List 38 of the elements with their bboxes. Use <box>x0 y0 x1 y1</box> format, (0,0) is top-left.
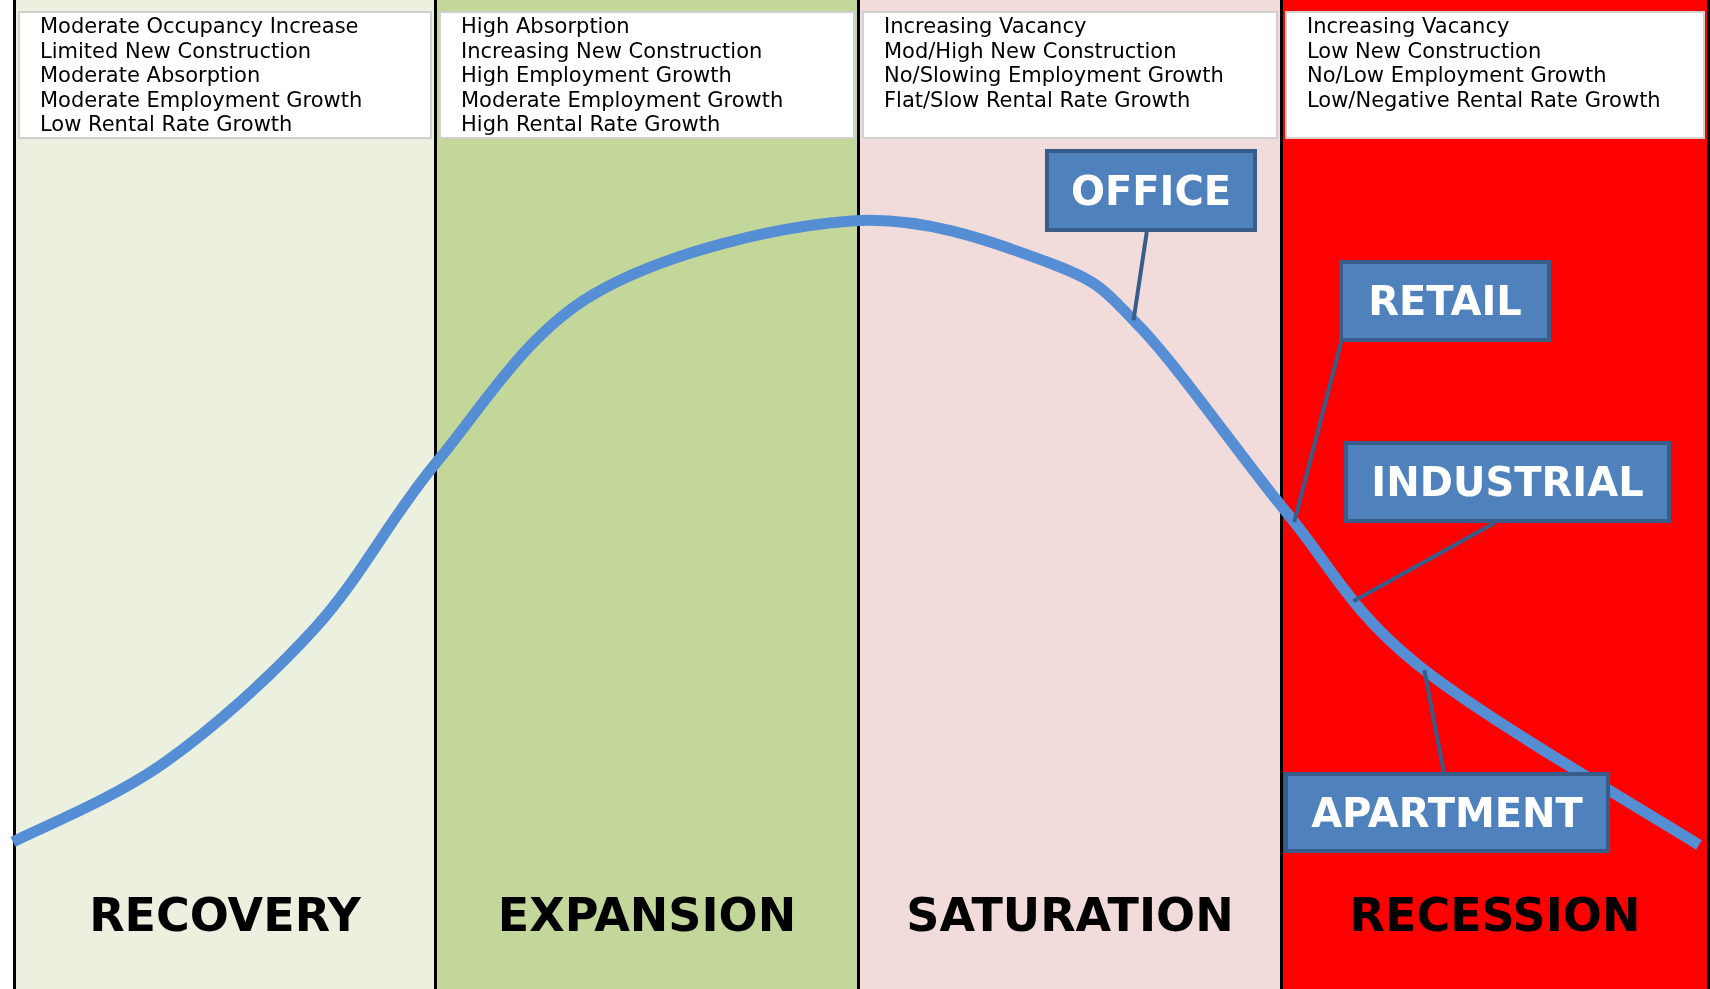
phase-label: RECESSION <box>1349 888 1641 942</box>
description-text: High Rental Rate Growth <box>461 112 721 137</box>
description-text: Moderate Occupancy Increase <box>40 14 359 39</box>
description-text: No/Low Employment Growth <box>1307 63 1607 88</box>
description-text: Low New Construction <box>1307 38 1542 63</box>
description-text: Increasing New Construction <box>461 38 763 63</box>
phase-label: RECOVERY <box>89 888 361 942</box>
description-text: High Absorption <box>461 14 630 39</box>
leader-line <box>1131 231 1149 321</box>
phase-band <box>857 0 1280 989</box>
description-text: High Employment Growth <box>461 63 732 88</box>
leader-line <box>1352 521 1496 603</box>
description-box <box>1285 11 1705 139</box>
description-box <box>18 11 432 139</box>
leader-line <box>1292 341 1344 523</box>
description-box <box>439 11 855 139</box>
phase-label: EXPANSION <box>497 888 797 942</box>
phase-band <box>13 0 434 989</box>
description-text: No/Slowing Employment Growth <box>884 63 1224 88</box>
description-text: Moderate Employment Growth <box>461 87 784 112</box>
description-box <box>862 11 1278 139</box>
description-text: Moderate Employment Growth <box>40 87 363 112</box>
market-cycle-curve <box>10 214 1702 850</box>
description-text: Limited New Construction <box>40 38 312 63</box>
description-text: Increasing Vacancy <box>1307 14 1510 39</box>
description-text: Low/Negative Rental Rate Growth <box>1307 87 1661 112</box>
description-text: Mod/High New Construction <box>884 38 1177 63</box>
phase-label: SATURATION <box>906 888 1234 942</box>
property-type-label: APARTMENT <box>1284 772 1610 853</box>
property-type-label: OFFICE <box>1045 149 1257 232</box>
description-text: Flat/Slow Rental Rate Growth <box>884 87 1191 112</box>
leader-line <box>1422 669 1446 773</box>
description-text: Low Rental Rate Growth <box>40 112 293 137</box>
property-type-label: INDUSTRIAL <box>1344 441 1671 523</box>
description-text: Increasing Vacancy <box>884 14 1087 39</box>
phase-band <box>434 0 857 989</box>
property-type-label: RETAIL <box>1339 260 1551 342</box>
description-text: Moderate Absorption <box>40 63 261 88</box>
